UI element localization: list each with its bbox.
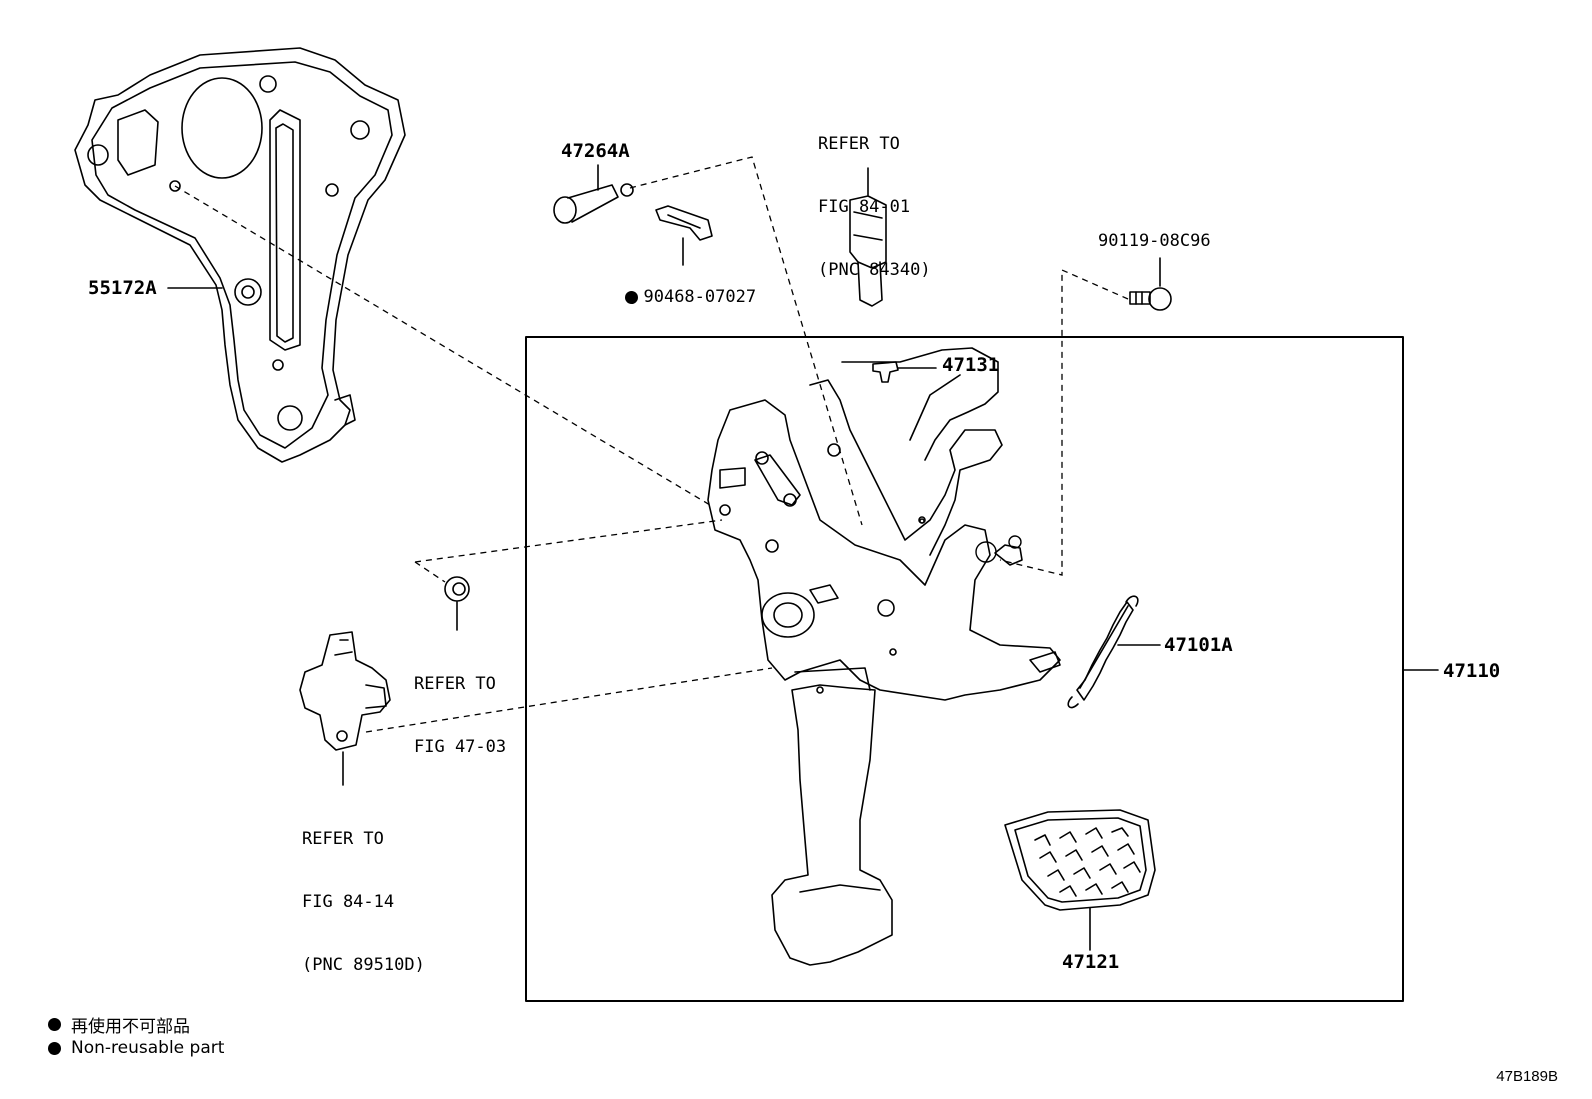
label-90119-08C96: 90119-08C96 (1098, 231, 1211, 251)
ref-line-3: (PNC 84340) (818, 260, 931, 280)
dash-bushing (414, 519, 723, 563)
dash-bracket-to-support (174, 185, 711, 506)
label-47264A: 47264A (561, 140, 630, 162)
label-bushing-ref: REFER TO FIG 47-03 (414, 632, 506, 779)
non-reusable-dot-icon (48, 1018, 61, 1031)
diagram-code: 47B189B (1496, 1068, 1558, 1085)
dash-pin-to-pedal (629, 156, 863, 526)
label-55172A: 55172A (88, 277, 157, 299)
ref-line-1: REFER TO (414, 674, 496, 694)
clevis-pin-part (553, 183, 634, 224)
ref-line-3: (PNC 89510D) (302, 955, 425, 975)
ref-line-1: REFER TO (302, 829, 384, 849)
label-47131: 47131 (942, 354, 1000, 376)
legend-en-text: Non-reusable part (71, 1038, 225, 1058)
pedal-bracket-part (707, 379, 1061, 701)
brake-pedal-arm-part (771, 347, 999, 966)
dash-bolt-to-pedal (999, 269, 1129, 576)
label-47110: 47110 (1443, 660, 1501, 682)
bolt-part (1129, 287, 1172, 311)
label-47121: 47121 (1062, 951, 1120, 973)
non-reusable-dot-icon (48, 1041, 61, 1055)
label-90468-07027: 90468-07027 (605, 266, 756, 308)
label-stop-sensor-ref: REFER TO FIG 84-14 (PNC 89510D) (302, 787, 425, 997)
dash-bushing-2 (414, 561, 446, 583)
ref-line-2: FIG 84-14 (302, 892, 395, 912)
cushion-part (872, 361, 899, 383)
label-stop-switch-ref: REFER TO FIG 84-01 (PNC 84340) (818, 92, 931, 302)
legend-en: Non-reusable part (48, 1038, 224, 1058)
bracket-support-part (74, 47, 406, 463)
assembly-frame (525, 336, 1404, 1002)
pedal-pad-part (1004, 809, 1156, 911)
legend-jp: 再使用不可部品 (48, 1012, 190, 1037)
pin-end-circle (1008, 535, 1022, 549)
legend-jp-text: 再使用不可部品 (71, 1017, 190, 1037)
return-spring-part (1067, 595, 1139, 709)
stop-sensor-part (299, 631, 391, 751)
ref-line-2: FIG 47-03 (414, 737, 507, 757)
ref-line-1: REFER TO (818, 134, 900, 154)
label-47101A: 47101A (1164, 634, 1233, 656)
bushing-part (444, 576, 470, 602)
clip-part (655, 205, 713, 241)
non-reusable-marker-icon (625, 290, 639, 304)
dash-sensor (365, 667, 773, 733)
stop-switch-part (849, 195, 887, 307)
ref-line-2: FIG 84-01 (818, 197, 911, 217)
